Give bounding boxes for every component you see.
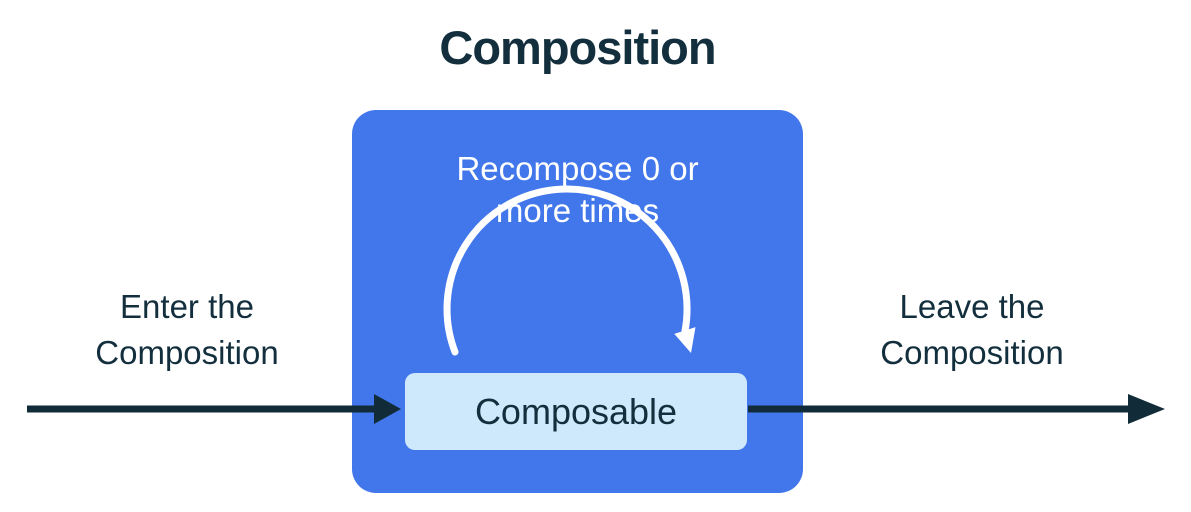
enter-label-line1: Enter the: [120, 288, 254, 325]
composable-label: Composable: [474, 390, 678, 432]
leave-label-line2: Composition: [880, 334, 1064, 371]
recompose-label-line2: more times: [495, 192, 660, 229]
recompose-label-line1: Recompose 0 or: [456, 150, 699, 187]
diagram-title: Composition: [439, 21, 716, 74]
recompose-label: Recompose 0 or more times: [352, 148, 803, 232]
enter-composition-label: Enter the Composition: [27, 284, 347, 376]
composable-box: Composable: [405, 373, 747, 450]
leave-composition-label: Leave the Composition: [812, 284, 1132, 376]
leave-label-line1: Leave the: [899, 288, 1045, 325]
enter-arrow-icon: [27, 394, 401, 424]
leave-arrow-icon: [748, 394, 1165, 424]
enter-label-line2: Composition: [95, 334, 279, 371]
